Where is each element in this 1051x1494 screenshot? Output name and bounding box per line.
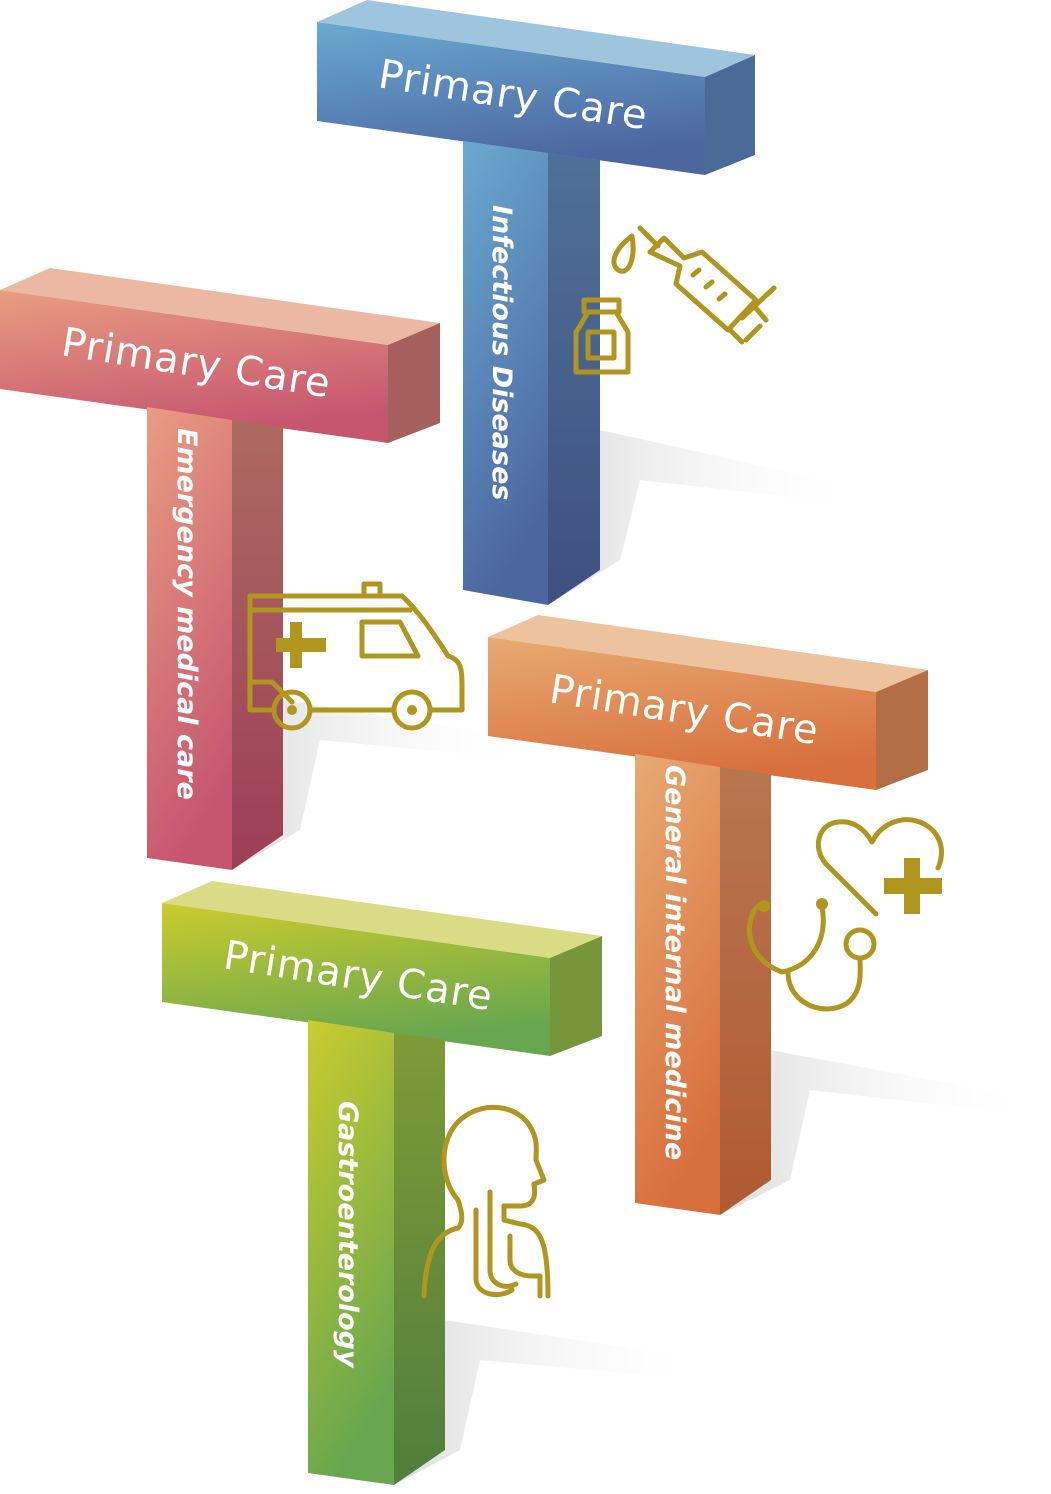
ambulance-icon	[247, 581, 465, 731]
shadow-emergency	[232, 700, 540, 870]
pillar-label: Infectious Diseases	[486, 205, 517, 500]
pillar-general-internal-medicine: Primary Care General internal medicine	[488, 615, 928, 1215]
bar-side-face	[388, 323, 440, 443]
bar-top-face	[317, 0, 755, 77]
bar-front-face	[0, 290, 388, 443]
stethoscope-heart-icon	[746, 817, 945, 1012]
pillar-infectious-diseases: Primary Care Infectious Diseases	[317, 0, 755, 605]
bar-top-face	[162, 881, 602, 958]
stem-side-face	[548, 153, 600, 605]
shadow-gastro	[394, 1320, 710, 1485]
stem-side-face	[394, 1033, 445, 1485]
bar-top-face	[488, 615, 928, 692]
stem-front-face	[147, 407, 232, 870]
bar-front-face	[317, 22, 705, 175]
stem-side-face	[720, 767, 771, 1215]
head-digestive-tract-icon	[421, 1104, 551, 1299]
bar-front-face	[488, 637, 876, 790]
pillar-label: Emergency medical care	[171, 428, 202, 800]
pillar-label: Gastroenterology	[332, 1101, 363, 1369]
stem-front-face	[308, 1020, 394, 1485]
stem-side-face	[232, 420, 283, 870]
floor-shadows	[232, 430, 1040, 1485]
pillar-label: General internal medicine	[659, 765, 690, 1160]
bar-top-face	[0, 268, 440, 345]
bar-side-face	[705, 55, 755, 175]
bar-front-face	[162, 903, 550, 1056]
pillar-gastroenterology: Primary Care Gastroenterology	[162, 881, 602, 1485]
bar-side-face	[550, 936, 602, 1056]
pillar-emergency-medical-care: Primary Care Emergency medical care	[0, 268, 440, 870]
stem-front-face	[463, 141, 548, 605]
shadow-infectious	[548, 430, 870, 605]
shadow-internal	[720, 1050, 1040, 1215]
syringe-vial-icon	[573, 225, 777, 375]
stem-front-face	[635, 754, 720, 1215]
bar-side-face	[876, 670, 928, 790]
